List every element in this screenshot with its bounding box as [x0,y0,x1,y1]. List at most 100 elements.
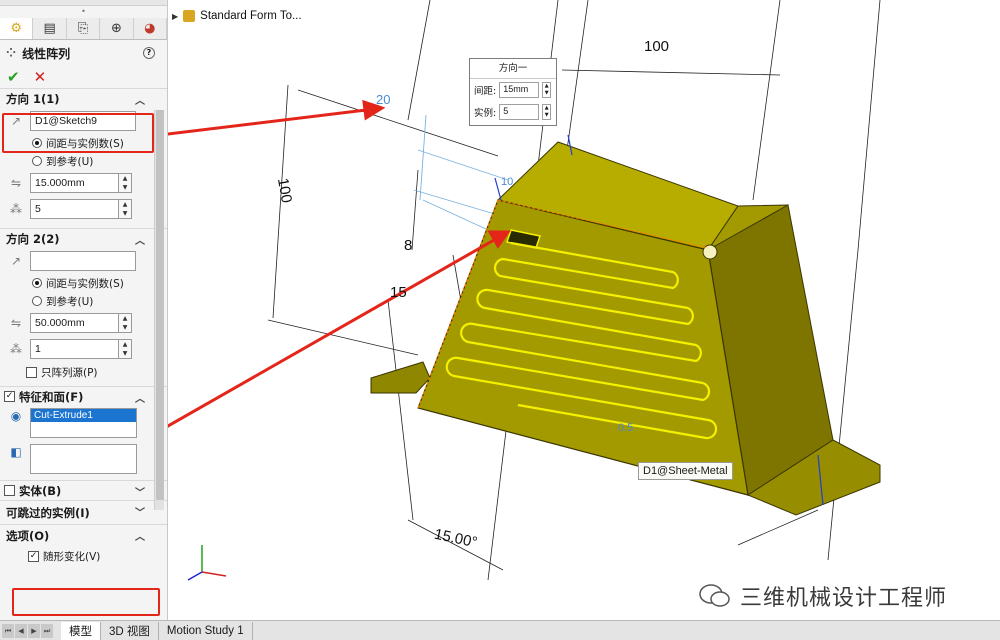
panel-grip[interactable]: • [81,7,86,16]
pattern-slots [445,241,718,440]
tree-label: Standard Form To... [200,10,302,22]
collapse-icon[interactable]: ︿ [135,394,145,405]
confirm-row: ✔ ✕ [0,66,167,88]
spin-button[interactable]: ▲▼ [118,173,132,193]
help-icon[interactable]: ? [143,47,155,59]
first-tab-icon[interactable]: ⏮ [2,623,14,638]
radio-label: 到参考(U) [46,155,94,168]
feature-tree-flyout[interactable]: ▶ Standard Form To... [172,10,302,22]
direction2-header[interactable]: 方向 2(2) ︿ [0,228,167,248]
dim-8[interactable]: 8 [404,237,413,254]
direction2-edge-field[interactable] [30,251,136,271]
sketch-lines [413,114,509,231]
callout-instances-input[interactable]: 5 [499,104,540,120]
direction1-title: 方向 1(1) [6,91,60,106]
collapse-icon[interactable]: ︿ [135,236,145,247]
faces-icon: ◧ [10,445,22,459]
direction2-radio-spacing[interactable]: 间距与实例数(S) [0,274,167,292]
prev-tab-icon[interactable]: ◀ [15,623,27,638]
direction-callout: 方向一 间距: 15mm ▲▼ 实例: 5 ▲▼ [469,58,557,126]
dimxpert-icon: ⊕ [110,21,122,36]
checkbox-icon: ✓ [28,550,39,562]
radio-icon [32,156,42,166]
direction1-radio-reference[interactable]: 到参考(U) [0,152,167,170]
watermark: 三维机械设计工程师 [698,580,947,612]
spin-button[interactable]: ▲▼ [118,313,132,333]
dim-0-5[interactable]: 0.5 [618,422,634,434]
spin-button[interactable]: ▲▼ [118,339,132,359]
reverse-direction-icon[interactable]: ↗ [10,254,22,268]
direction1-instances-row: ⁂ 5 ▲▼ [0,196,167,222]
radio-icon [32,278,42,288]
direction2-instances-input[interactable]: 1 [30,339,118,359]
selected-feature[interactable]: Cut-Extrude1 [31,409,136,422]
highlight-box-options [12,588,160,616]
cancel-button[interactable]: ✕ [33,68,47,86]
skip-instances-header[interactable]: 可跳过的实例(I) ﹀ [0,500,167,524]
graphics-area[interactable]: ▶ Standard Form To... [168,0,1000,620]
tab-dimxpert[interactable]: ⊕ [100,18,134,39]
spin-button[interactable]: ▲▼ [542,104,552,120]
expand-icon[interactable]: ﹀ [135,508,145,519]
triad [187,545,227,581]
bodies-header[interactable]: 实体(B) ﹀ [0,480,167,500]
checkbox-icon [26,366,37,378]
tab-motion-study[interactable]: Motion Study 1 [159,621,253,640]
reverse-direction-icon[interactable]: ↗ [10,114,22,128]
scroll-thumb[interactable] [156,110,164,500]
ok-button[interactable]: ✔ [7,68,20,86]
panel-scrollbar[interactable] [154,110,164,510]
dim-100-top[interactable]: 100 [644,38,670,55]
vary-sketch-checkbox[interactable]: ✓ 随形变化(V) [0,546,167,566]
bottom-tab-bar: ⏮ ◀ ▶ ⏭ 模型 3D 视图 Motion Study 1 [0,620,1000,640]
features-faces-title: 特征和面(F) [19,389,84,404]
tab-display-manager[interactable]: ◕ [133,18,167,39]
callout-spacing-input[interactable]: 15mm [499,82,540,98]
collapse-icon[interactable]: ︿ [135,532,145,543]
features-list-row: ◉ Cut-Extrude1 [0,406,167,440]
expand-icon[interactable]: ﹀ [135,488,145,499]
expand-arrow-icon[interactable]: ▶ [172,11,179,21]
instances-icon: ⁂ [10,342,22,356]
direction1-header[interactable]: 方向 1(1) ︿ [0,88,167,108]
direction2-spacing-input[interactable]: 50.000mm [30,313,118,333]
options-header[interactable]: 选项(O) ︿ [0,524,167,546]
direction1-instances-input[interactable]: 5 [30,199,118,219]
spin-button[interactable]: ▲▼ [118,199,132,219]
last-tab-icon[interactable]: ⏭ [41,623,53,638]
next-tab-icon[interactable]: ▶ [28,623,40,638]
collapse-icon[interactable]: ︿ [135,96,145,107]
tab-configuration-manager[interactable]: ⎘ [66,18,101,39]
direction1-edge-field[interactable]: D1@Sketch9 [30,111,136,131]
tab-feature-manager[interactable]: ⚙ [0,18,34,39]
dim-10[interactable]: 10 [501,176,514,188]
callout-spacing-label: 间距: [474,86,497,97]
spacing-icon: ⇋ [10,176,22,190]
features-listbox[interactable]: Cut-Extrude1 [30,408,137,438]
tab-property-manager[interactable]: ▤ [33,18,67,39]
bend-circle [702,244,718,260]
radio-icon [32,138,42,148]
model-svg [168,0,881,581]
tab-3d-view[interactable]: 3D 视图 [101,621,159,640]
wechat-icon [699,584,730,607]
dim-20[interactable]: 20 [376,92,391,107]
spin-button[interactable]: ▲▼ [542,82,552,98]
tab-model[interactable]: 模型 [61,621,101,640]
feature-title: 线性阵列 [22,46,71,61]
radio-label: 间距与实例数(S) [46,137,124,150]
spacing-icon: ⇋ [10,316,22,330]
property-manager-icon: ▤ [43,21,56,36]
checkbox-icon[interactable]: ✓ [4,391,15,402]
dimension-lines [267,0,881,581]
dim-15[interactable]: 15 [390,284,407,301]
direction1-spacing-input[interactable]: 15.000mm [30,173,118,193]
checkbox-icon[interactable] [4,485,15,496]
faces-listbox[interactable] [30,444,137,474]
feature-manager-icon: ⚙ [10,21,23,36]
seed-only-checkbox[interactable]: 只阵列源(P) [0,362,167,382]
direction2-radio-reference[interactable]: 到参考(U) [0,292,167,310]
direction1-radio-spacing[interactable]: 间距与实例数(S) [0,134,167,152]
manager-tabs: ⚙ ▤ ⎘ ⊕ ◕ [0,18,167,40]
features-faces-header[interactable]: ✓ 特征和面(F) ︿ [0,386,167,406]
